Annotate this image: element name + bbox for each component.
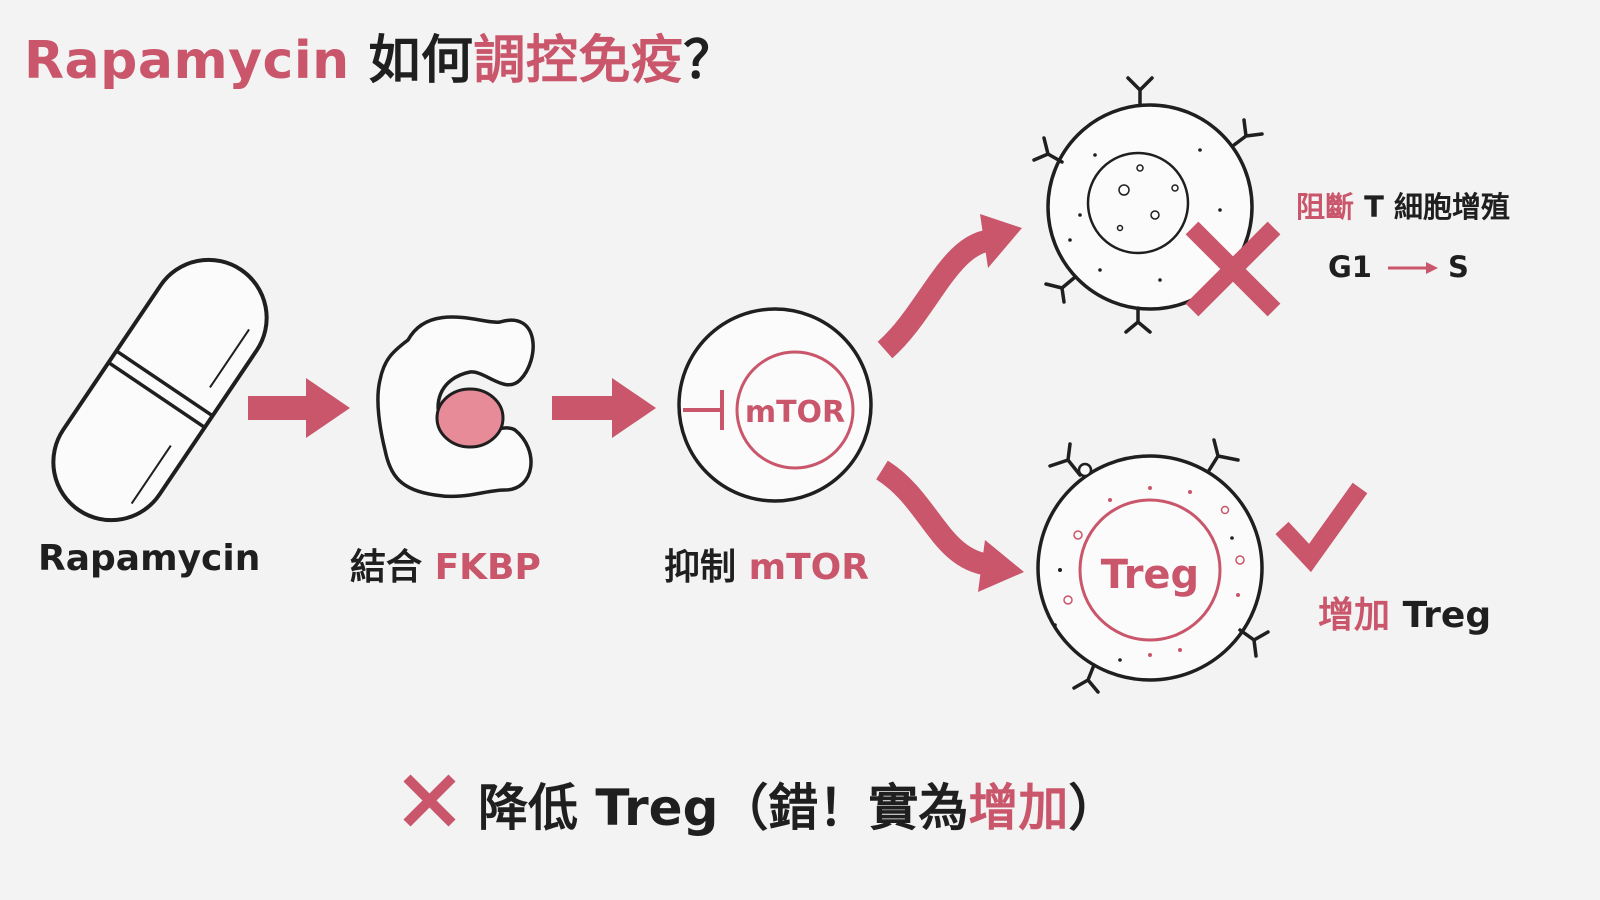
fkbp-protein-icon bbox=[376, 315, 535, 499]
mtor-cell-icon: mTOR bbox=[677, 307, 873, 503]
treg-inner-label: Treg bbox=[1101, 552, 1199, 598]
arrow-to-treg bbox=[875, 460, 1024, 592]
title-drug: Rapamycin bbox=[24, 31, 350, 91]
arrow-to-t-cell bbox=[877, 214, 1022, 359]
bottom-cross-icon bbox=[403, 774, 456, 827]
title-question: ？ bbox=[683, 31, 736, 91]
label-bind-fkbp: 結合 FKBP bbox=[350, 547, 541, 588]
label-increase-treg: 增加 Treg bbox=[1318, 595, 1492, 636]
bottom-note: 降低 Treg（錯！實為增加） bbox=[478, 779, 1119, 837]
check-icon bbox=[1275, 482, 1368, 573]
label-drug: Rapamycin bbox=[38, 538, 261, 579]
title-regulate: 調控免疫 bbox=[473, 31, 684, 91]
page-title: Rapamycin 如何調控免疫？ bbox=[24, 18, 736, 93]
cross-icon bbox=[1185, 221, 1281, 317]
label-phase-from: G1 bbox=[1328, 250, 1372, 284]
label-block-proliferation: 阻斷 T 細胞增殖 bbox=[1296, 190, 1511, 224]
label-inhibit-mtor: 抑制 mTOR bbox=[664, 547, 869, 588]
label-phase-to: S bbox=[1448, 250, 1469, 284]
treg-cell-icon: Treg bbox=[1036, 438, 1270, 694]
phase-arrow bbox=[1388, 262, 1438, 274]
t-cell-icon bbox=[1032, 76, 1264, 334]
capsule-icon bbox=[51, 257, 269, 523]
arrow-drug-to-fkbp bbox=[248, 378, 350, 438]
title-how: 如何 bbox=[368, 31, 474, 91]
mtor-inner-label: mTOR bbox=[745, 395, 845, 430]
arrow-fkbp-to-mtor bbox=[552, 378, 656, 438]
